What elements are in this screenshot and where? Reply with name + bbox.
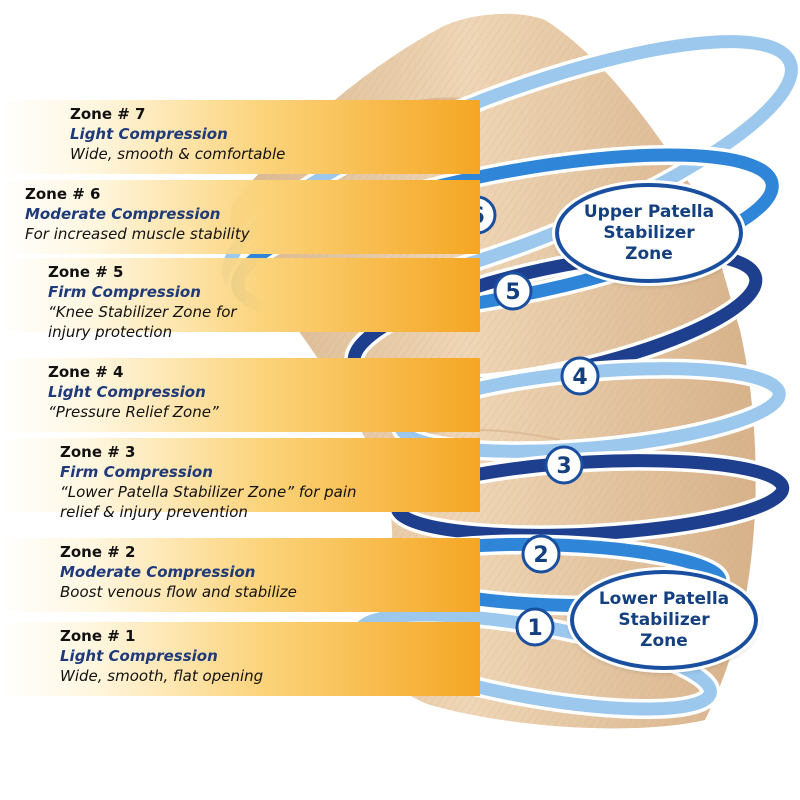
zone-title: Zone # 6 [25, 185, 101, 203]
zone-title: Zone # 3 [60, 443, 136, 461]
zone-compression: Moderate Compression [60, 563, 256, 581]
zone-title: Zone # 4 [48, 363, 124, 381]
zone-text: Zone # 5 Firm Compression “Knee Stabilizer… [48, 262, 237, 342]
zone-title: Zone # 5 [48, 263, 124, 281]
zone-description: “Knee Stabilizer Zone for injury protect… [48, 303, 237, 341]
zone-text: Zone # 4 Light Compression “Pressure Relie… [48, 362, 219, 422]
zone-compression: Light Compression [60, 647, 218, 665]
zone-compression: Moderate Compression [25, 205, 221, 223]
zone-description: For increased muscle stability [25, 225, 250, 243]
zone-number: 5 [505, 280, 520, 305]
zone-label-band [0, 622, 480, 696]
lower-patella-callout-text: Lower Patella Stabilizer Zone [598, 588, 730, 651]
upper-patella-callout-text: Upper Patella Stabilizer Zone [583, 201, 715, 264]
zone-label-band [0, 258, 480, 332]
zone-description: Wide, smooth & comfortable [70, 145, 286, 163]
zone-number-badge [521, 534, 561, 574]
zone-title: Zone # 2 [60, 543, 136, 561]
zone-label-band [0, 180, 480, 254]
zone-number: 1 [527, 616, 542, 641]
zone-number: 2 [533, 543, 548, 568]
zone-number: 4 [572, 365, 587, 390]
zone-label-3: Zone # 3 Firm Compression “Lower Patella S… [0, 438, 480, 521]
zone-title: Zone # 1 [60, 627, 136, 645]
zone-description: Boost venous flow and stabilize [60, 583, 297, 601]
zone-number-badge [560, 356, 600, 396]
zone-compression: Light Compression [70, 125, 228, 143]
zone-label-band [0, 358, 480, 432]
zone-label-5: Zone # 5 Firm Compression “Knee Stabilizer… [0, 258, 480, 341]
zone-label-4: Zone # 4 Light Compression “Pressure Relie… [0, 358, 480, 432]
zone-description: “Pressure Relief Zone” [48, 403, 219, 421]
zone-number-badge [493, 271, 533, 311]
zone-number: 3 [556, 454, 571, 479]
zone-description: Wide, smooth, flat opening [60, 667, 264, 685]
zone-description: “Lower Patella Stabilizer Zone” for pain… [60, 483, 357, 521]
zone-compression: Firm Compression [60, 463, 213, 481]
zone-number-badge [544, 445, 584, 485]
zone-label-band [0, 100, 480, 174]
zone-label-band [0, 438, 480, 512]
lower-patella-callout: Lower Patella Stabilizer Zone [570, 570, 758, 670]
zone-compression: Light Compression [48, 383, 206, 401]
zone-text: Zone # 3 Firm Compression “Lower Patella S… [60, 442, 357, 522]
zone-label-band [0, 538, 480, 612]
upper-patella-callout: Upper Patella Stabilizer Zone [555, 183, 743, 283]
zone-title: Zone # 7 [70, 105, 146, 123]
zone-number-badge [515, 607, 555, 647]
zone-compression: Firm Compression [48, 283, 201, 301]
